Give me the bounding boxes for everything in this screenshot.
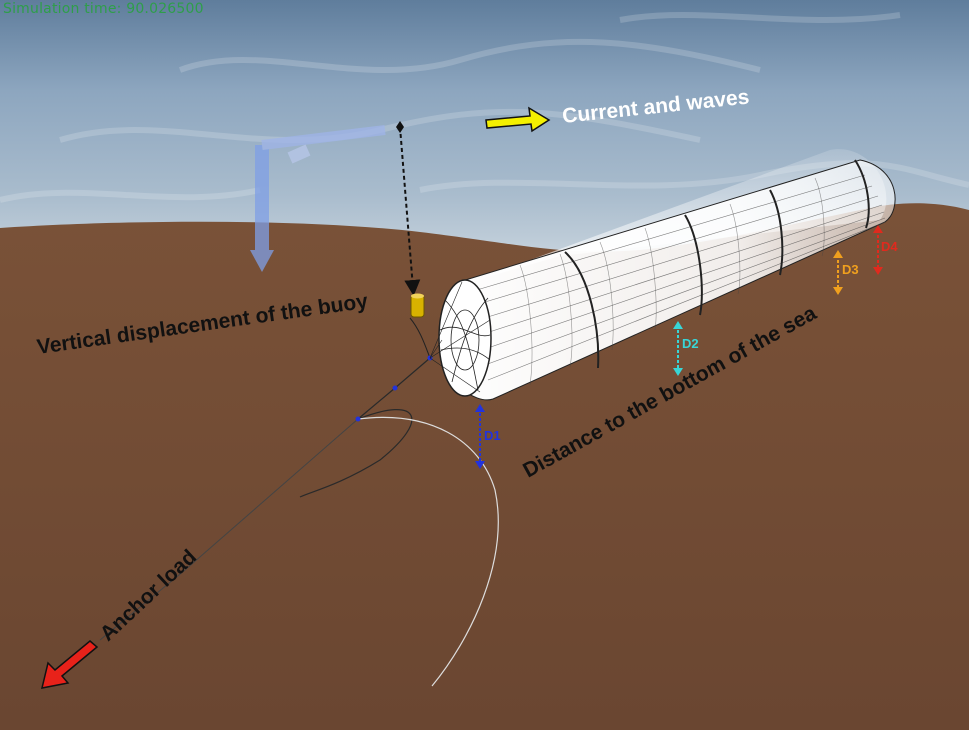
arrow-down-left-icon (40, 640, 99, 689)
distance-marker-d1: D1 (475, 404, 501, 469)
distance-marker-d1-label: D1 (484, 428, 501, 443)
buoy-displacement-line (396, 121, 421, 296)
distance-marker-d4: D4 (873, 225, 898, 275)
arrow-right-icon (485, 106, 551, 133)
distance-marker-d3: D3 (833, 250, 859, 295)
buoy-icon (410, 293, 425, 318)
distance-marker-d2: D2 (673, 321, 699, 376)
distance-marker-d2-label: D2 (682, 336, 699, 351)
axis-gizmo-icon (250, 125, 386, 272)
fish-cage-net (429, 149, 896, 401)
distance-marker-d4-label: D4 (881, 239, 898, 254)
mooring-lines (99, 317, 499, 687)
simulation-time-readout: Simulation time: 90.026500 (3, 1, 204, 17)
distance-marker-d3-label: D3 (842, 262, 859, 277)
